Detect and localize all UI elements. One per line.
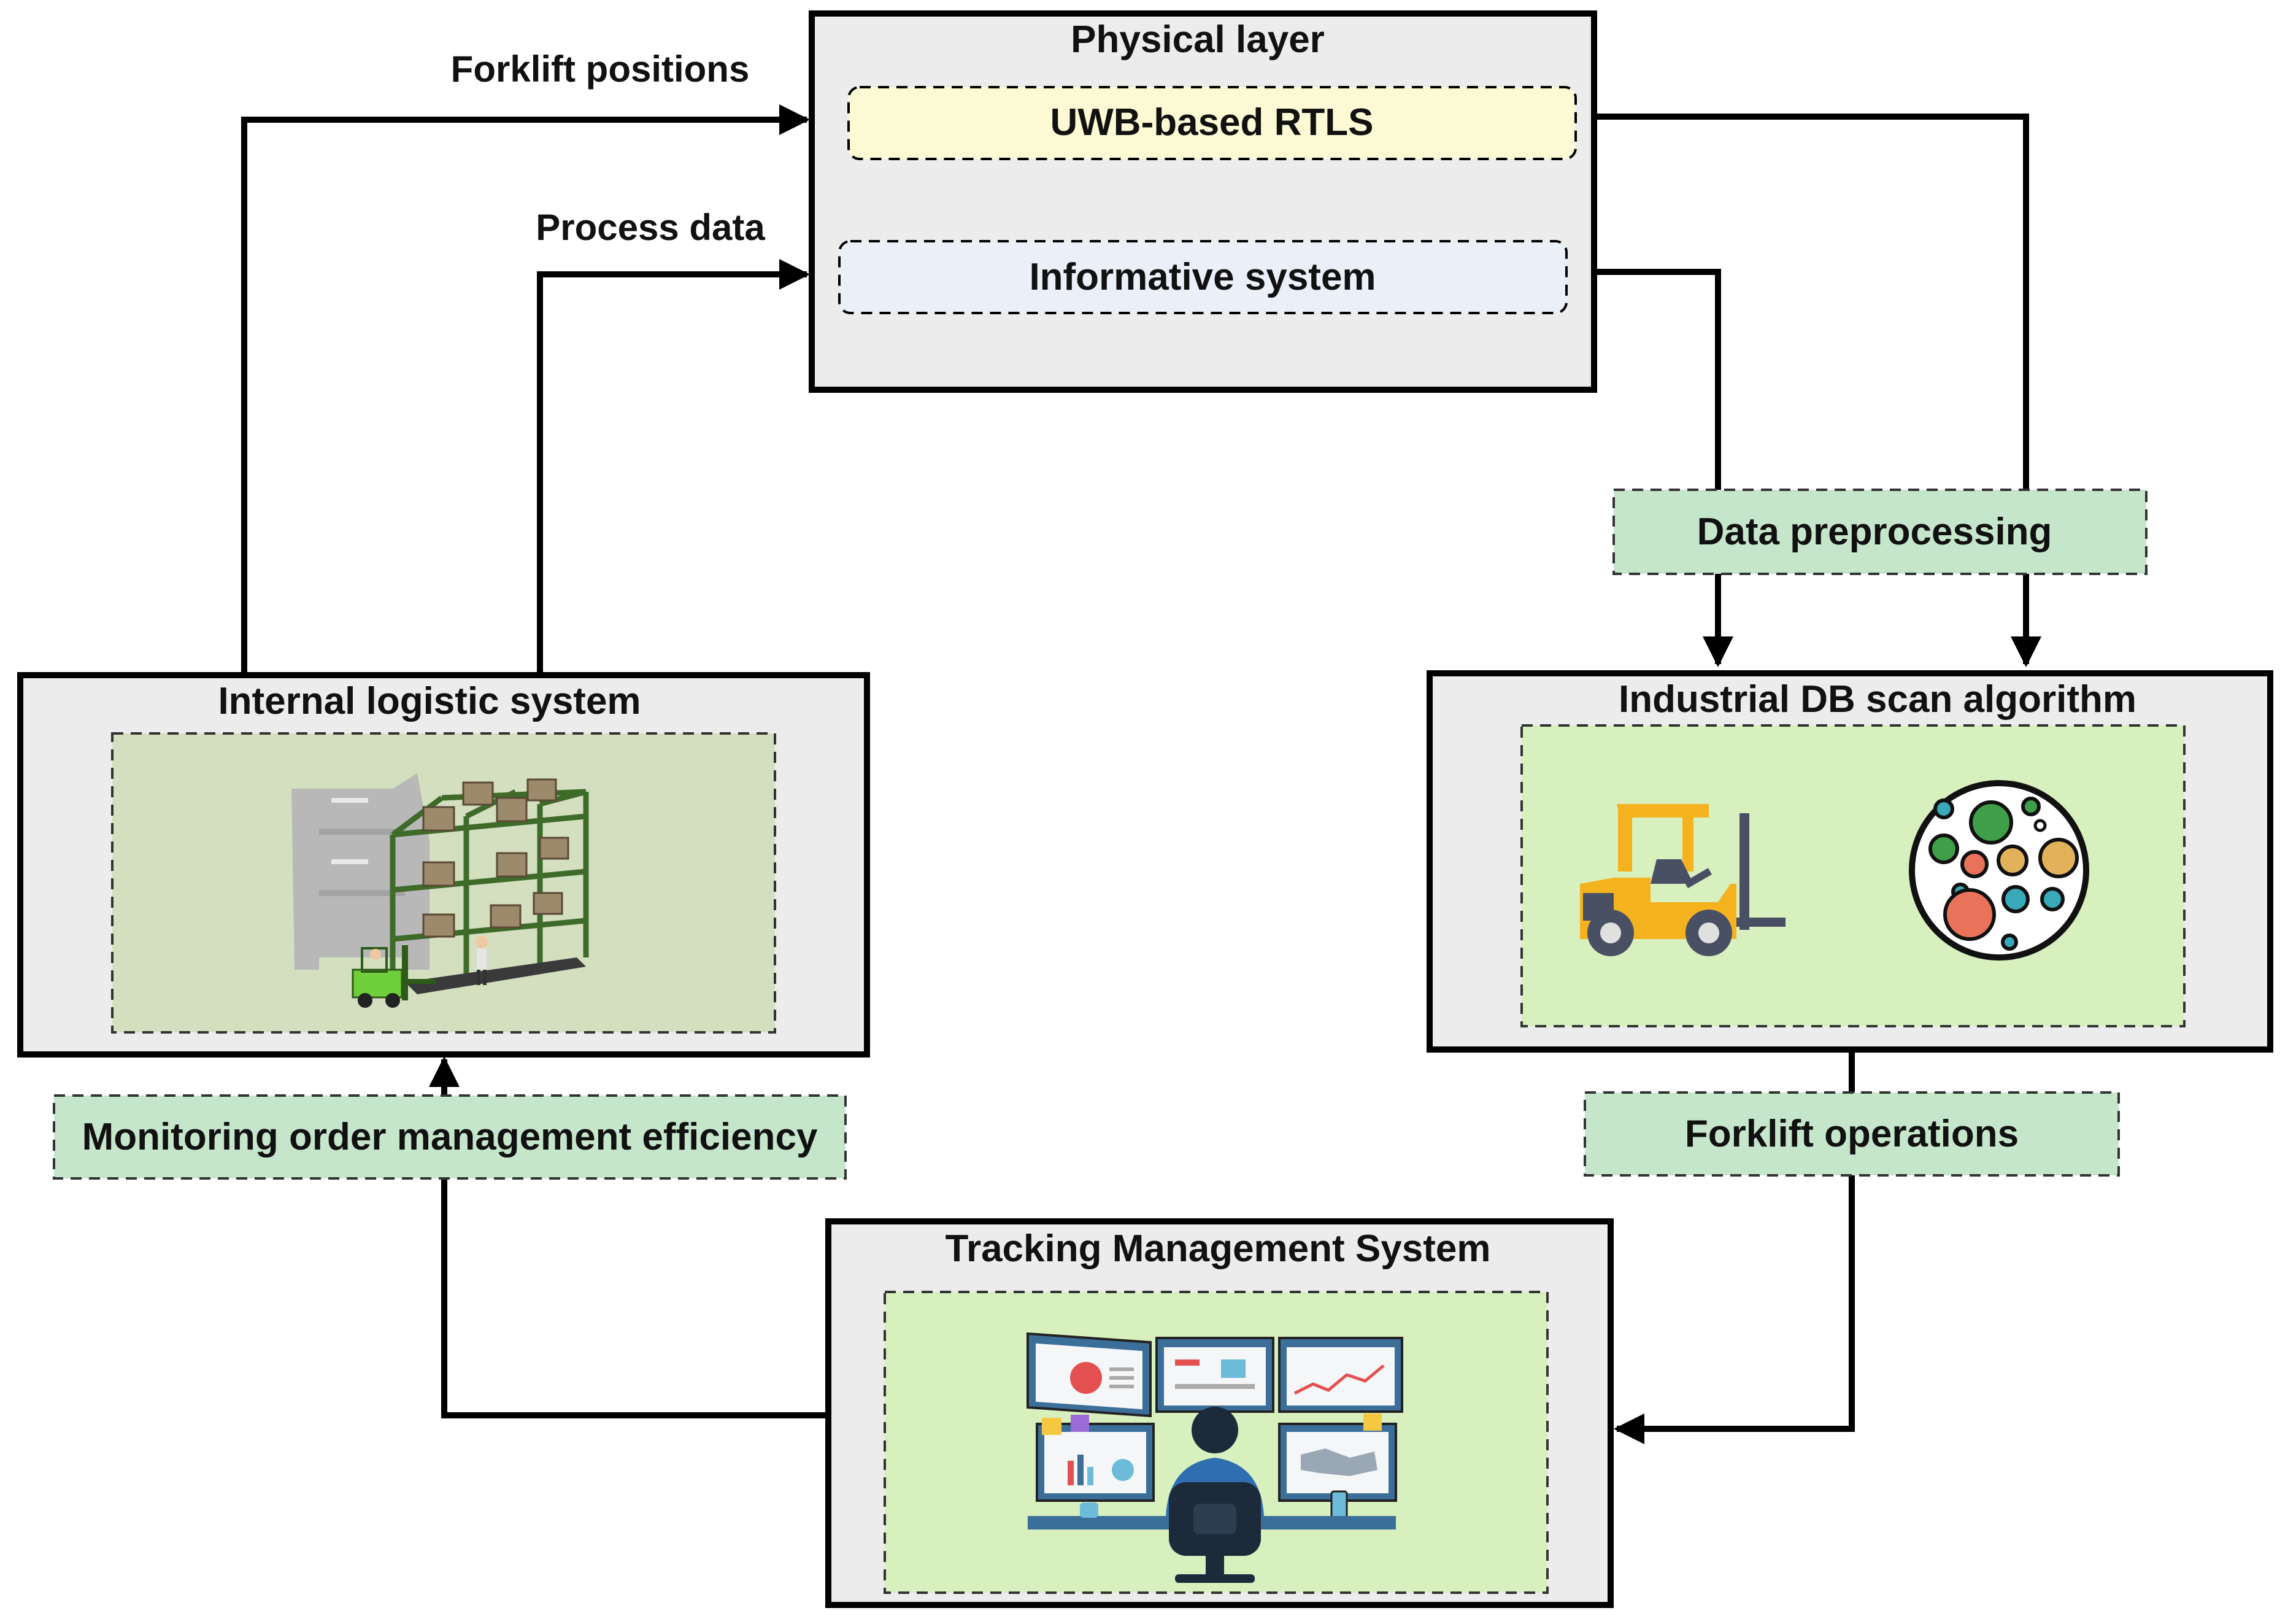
data-preprocessing-label: Data preprocessing [1697, 511, 2052, 553]
tracking-title: Tracking Management System [946, 1228, 1491, 1270]
operator-monitors-icon [1027, 1332, 1403, 1583]
physical-layer-box: Physical layer UWB-based RTLS Informativ… [809, 10, 1597, 393]
dbscan-box: Industrial DB scan algorithm [1427, 670, 2273, 1053]
forklift-positions-label: Forklift positions [451, 48, 750, 90]
internal-logistic-box: Internal logistic system [17, 672, 870, 1058]
forklift-ops-to-tracking-arrow [1614, 1175, 1855, 1444]
data-preprocessing-step: Data preprocessing [1612, 489, 2148, 575]
process-data-arrow [537, 259, 810, 675]
forklift-operations-step: Forklift operations [1584, 1091, 2120, 1177]
forklift-operations-label: Forklift operations [1685, 1113, 2019, 1155]
forklift-positions-arrow [241, 104, 810, 675]
dbscan-title: Industrial DB scan algorithm [1619, 678, 2136, 721]
warehouse-shelving-forklift-icon [291, 773, 589, 1008]
informative-system-box: Informative system [838, 240, 1568, 314]
tracking-box: Tracking Management System [825, 1218, 1614, 1608]
tracking-to-monitoring-line [441, 1178, 828, 1418]
uwb-rtls-label: UWB-based RTLS [1050, 101, 1374, 144]
informative-to-dbscan-arrow [1594, 269, 1721, 490]
monitoring-step: Monitoring order management efficiency [53, 1094, 847, 1180]
physical-layer-title: Physical layer [1071, 18, 1325, 61]
forklift-icon [1580, 804, 1786, 956]
rtls-to-dbscan-arrow [1594, 114, 2029, 490]
process-data-label: Process data [536, 207, 765, 248]
warehouse-worker [476, 936, 488, 985]
uwb-rtls-box: UWB-based RTLS [847, 86, 1577, 160]
cluster-circle-icon [1909, 780, 2089, 961]
warehouse-forklift [352, 945, 436, 1008]
informative-system-label: Informative system [1029, 256, 1376, 298]
monitoring-label: Monitoring order management efficiency [82, 1116, 818, 1158]
internal-logistic-title: Internal logistic system [218, 680, 641, 722]
connectors [241, 104, 2041, 1444]
